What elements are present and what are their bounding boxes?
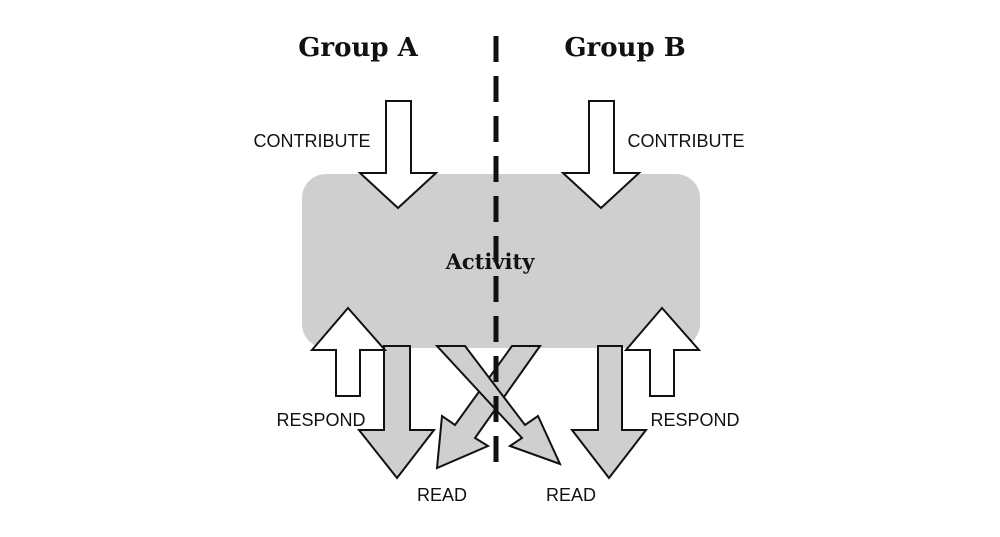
read-label-a: READ [417, 485, 467, 505]
respond-label-a: RESPOND [276, 410, 365, 430]
activity-box [302, 174, 700, 348]
contribute-arrow-b [560, 100, 642, 210]
contribute-label-a: CONTRIBUTE [254, 131, 371, 151]
group-b-title: Group B [564, 33, 685, 63]
activity-label: Activity [445, 249, 536, 274]
read-arrow-a-outer [356, 345, 437, 480]
read-arrow-b-outer [569, 345, 649, 480]
contribute-arrow-a [357, 100, 439, 210]
read-arrow-a-cross [435, 345, 542, 470]
read-label-b: READ [546, 485, 596, 505]
respond-arrow-a [309, 306, 388, 397]
respond-label-b: RESPOND [650, 410, 739, 430]
contribute-label-b: CONTRIBUTE [628, 131, 745, 151]
respond-arrow-b [623, 306, 702, 397]
group-a-title: Group A [298, 33, 418, 63]
